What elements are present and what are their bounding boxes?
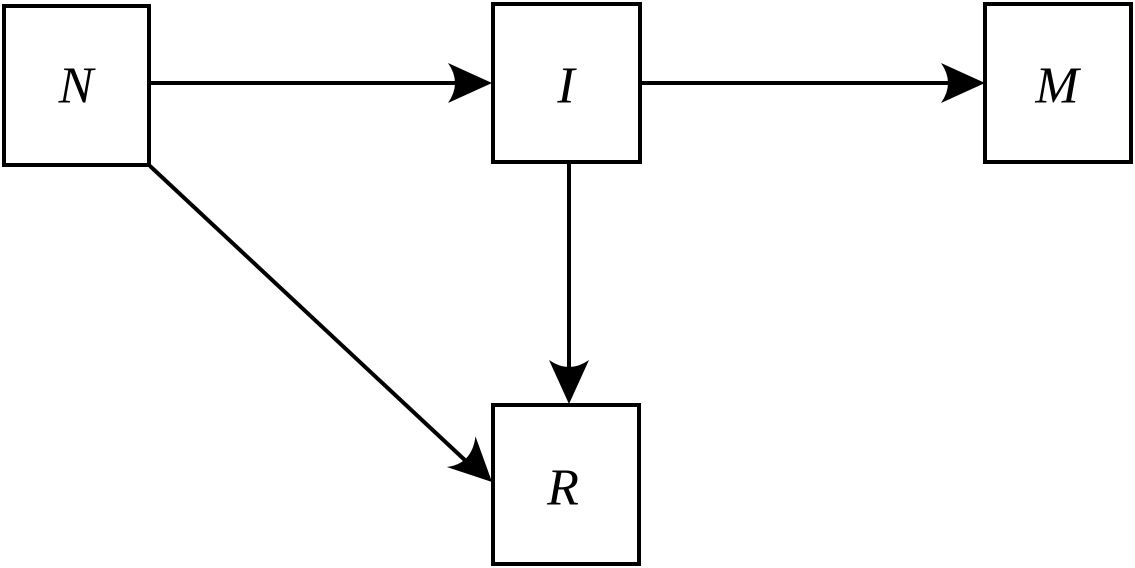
node-r-box — [491, 403, 641, 566]
arrowhead-right-icon — [448, 63, 492, 103]
node-i: I — [491, 2, 642, 164]
arrowhead-right-icon — [941, 63, 985, 103]
node-n-box — [2, 4, 151, 167]
edges — [148, 63, 985, 482]
edge-n-to-r — [148, 164, 492, 482]
node-i-label: I — [556, 58, 577, 115]
node-r-label: R — [546, 460, 579, 517]
edge-i-to-m — [641, 63, 985, 103]
edge-i-to-r — [549, 162, 589, 404]
node-m: M — [983, 2, 1133, 164]
node-r: R — [491, 403, 641, 566]
node-n-label: N — [58, 58, 97, 115]
arrowhead-diagonal-icon — [446, 436, 492, 482]
node-n: N — [2, 4, 151, 167]
edge-n-to-i — [148, 63, 492, 103]
arrowhead-down-icon — [549, 360, 589, 404]
node-m-label: M — [1034, 58, 1081, 115]
node-m-box — [983, 2, 1133, 164]
node-i-box — [491, 2, 642, 164]
